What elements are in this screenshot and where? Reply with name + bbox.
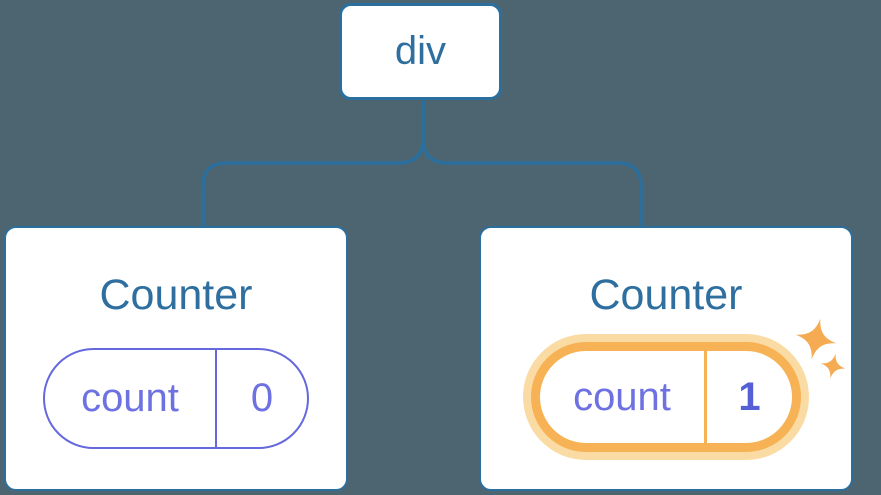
connector-left-branch <box>201 100 425 230</box>
state-pill: count 0 <box>43 348 309 449</box>
state-value: 1 <box>738 374 761 419</box>
state-pill-divider <box>215 350 217 447</box>
state-name: count <box>573 374 671 419</box>
state-name: count <box>81 376 179 420</box>
state-value: 0 <box>250 376 274 420</box>
state-pill-divider <box>704 351 707 443</box>
card-title: Counter <box>589 271 743 319</box>
counter-card-right: Counter count 1 <box>479 226 853 491</box>
counter-card-left: Counter count 0 <box>4 226 348 491</box>
root-node-div: div <box>339 3 502 100</box>
connector-right-branch <box>421 100 643 230</box>
state-pill-highlighted: count 1 <box>531 342 801 452</box>
card-title: Counter <box>99 271 253 319</box>
root-node-label: div <box>394 29 447 73</box>
